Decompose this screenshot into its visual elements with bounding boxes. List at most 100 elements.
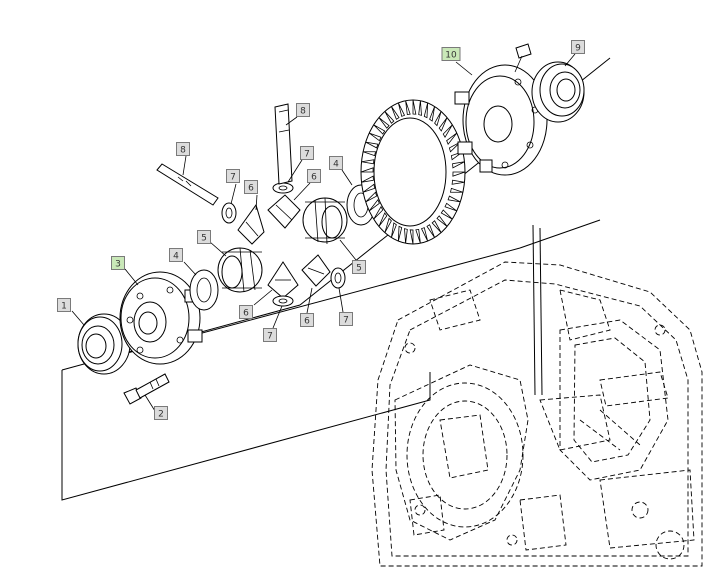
- part-pinion-gear-4: [301, 254, 331, 287]
- callout-2[interactable]: 2: [154, 406, 168, 420]
- ring-gear-tooth: [446, 132, 458, 145]
- part-bearing-right: [531, 61, 585, 123]
- ring-gear-tooth: [404, 228, 408, 244]
- ring-gear-tooth: [444, 202, 457, 212]
- callout-6c-text: 6: [243, 309, 249, 319]
- callout-5a-box: [197, 230, 211, 244]
- ring-gear-tooth: [378, 117, 390, 129]
- ring-gear-tooth: [452, 161, 465, 169]
- callout-5a-text: 5: [201, 234, 207, 244]
- callout-3[interactable]: 3: [111, 256, 125, 270]
- ring-gear-tooth: [360, 167, 374, 173]
- part-differential-case-right: [454, 43, 548, 176]
- ring-gear-teeth: [360, 99, 466, 245]
- transmission-housing: [371, 261, 703, 567]
- callout-10-box: [441, 47, 461, 61]
- callout-4a-text: 4: [173, 252, 179, 262]
- ring-gear-tooth: [423, 102, 429, 119]
- ring-gear-tooth: [429, 106, 435, 122]
- part-washer-7c: [272, 295, 294, 307]
- callout-5b-text: 5: [356, 264, 362, 274]
- ring-gear-tooth: [373, 205, 384, 220]
- callout-3-text: 3: [115, 260, 121, 270]
- callout-5b[interactable]: 5: [352, 260, 366, 274]
- part-bearing-left: [77, 313, 131, 375]
- callout-8b[interactable]: 8: [296, 103, 310, 117]
- callout-2-box: [154, 406, 168, 420]
- callout-10[interactable]: 10: [441, 47, 461, 61]
- callout-1-text: 1: [61, 302, 67, 312]
- ring-gear-tooth: [373, 124, 386, 135]
- callout-10-text: 10: [445, 51, 457, 61]
- part-pinion-shaft-horizontal: [156, 163, 219, 206]
- callout-4a[interactable]: 4: [169, 248, 183, 262]
- callout-7a[interactable]: 7: [226, 169, 240, 183]
- callout-3-box: [111, 256, 125, 270]
- callout-7b[interactable]: 7: [300, 146, 314, 160]
- part-washer-7a: [221, 202, 237, 224]
- ring-gear-tooth: [361, 159, 375, 165]
- ring-gear-tooth: [431, 220, 442, 233]
- ring-gear-tooth: [365, 191, 378, 203]
- ring-gear-tooth: [384, 111, 395, 124]
- part-pinion-shaft-vertical: [274, 103, 293, 185]
- part-pinion-gear-1: [237, 203, 265, 245]
- callout-6c-box: [239, 305, 253, 319]
- callout-7a-box: [226, 169, 240, 183]
- part-side-gear-right: [302, 197, 348, 245]
- ring-gear-tooth: [405, 100, 411, 116]
- callout-6b[interactable]: 6: [307, 169, 321, 183]
- callout-7a-text: 7: [230, 173, 236, 183]
- ring-gear-tooth: [436, 215, 448, 227]
- callout-7c-text: 7: [267, 332, 273, 342]
- callout-6a[interactable]: 6: [244, 180, 258, 194]
- ring-gear-tooth: [409, 229, 414, 245]
- part-washer-7b: [272, 182, 294, 194]
- ring-gear-tooth: [365, 141, 379, 149]
- callout-9[interactable]: 9: [571, 40, 585, 54]
- callout-6d[interactable]: 6: [300, 313, 314, 327]
- callout-7b-text: 7: [304, 150, 310, 160]
- ring-gear-tooth: [391, 222, 397, 238]
- callout-8b-box: [296, 103, 310, 117]
- callout-7d-text: 7: [343, 316, 349, 326]
- part-side-gear-left: [217, 247, 263, 293]
- callout-7b-box: [300, 146, 314, 160]
- ring-gear-tooth: [442, 124, 453, 139]
- callout-1[interactable]: 1: [57, 298, 71, 312]
- ring-gear-tooth: [362, 183, 376, 193]
- callout-6c[interactable]: 6: [239, 305, 253, 319]
- ring-gear-tooth: [391, 106, 400, 120]
- callout-4a-box: [169, 248, 183, 262]
- part-thrust-washer-left: [189, 269, 219, 311]
- ring-gear-tooth: [451, 179, 465, 185]
- part-ring-gear: [360, 99, 466, 245]
- ring-gear-tooth: [447, 195, 461, 203]
- ring-gear-tooth: [368, 199, 380, 212]
- ring-gear-tooth: [449, 187, 464, 193]
- callout-6b-box: [307, 169, 321, 183]
- callout-5a[interactable]: 5: [197, 230, 211, 244]
- ring-gear-tooth: [361, 175, 374, 183]
- ring-gear-tooth: [418, 100, 422, 116]
- callout-7c[interactable]: 7: [263, 328, 277, 342]
- callout-6b-text: 6: [311, 173, 317, 183]
- ring-gear-tooth: [412, 99, 417, 115]
- callout-4b-box: [329, 156, 343, 170]
- ring-gear-tooth: [426, 224, 435, 238]
- callout-leader-lines: [71, 53, 576, 412]
- ring-gear-tooth: [397, 102, 406, 117]
- callout-7d[interactable]: 7: [339, 312, 353, 326]
- part-pinion-gear-3: [267, 261, 299, 299]
- ring-gear-tooth: [440, 209, 453, 220]
- callout-8a-box: [176, 142, 190, 156]
- callout-6a-box: [244, 180, 258, 194]
- callout-4b[interactable]: 4: [329, 156, 343, 170]
- callout-6d-box: [300, 313, 314, 327]
- ring-gear-tooth: [452, 171, 466, 177]
- callout-6d-text: 6: [304, 317, 310, 327]
- callout-8b-text: 8: [300, 107, 306, 117]
- callout-8a[interactable]: 8: [176, 142, 190, 156]
- callout-2-text: 2: [158, 410, 164, 420]
